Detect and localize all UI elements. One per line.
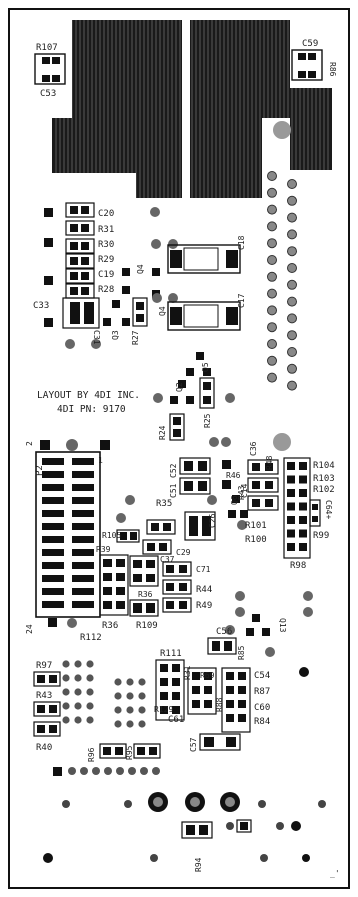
label-R46: R46 [226, 471, 241, 480]
lower-middle-block [155, 637, 251, 751]
label-P2: P2 [35, 465, 45, 476]
label-R95: R95 [125, 745, 134, 760]
label-C51: C51 [169, 483, 178, 498]
label-Q6: Q6 [230, 495, 239, 505]
header-pins-right [267, 171, 297, 391]
label-R102: R102 [313, 485, 335, 495]
label-R39: R39 [96, 545, 111, 554]
label-R105: R105 [102, 531, 121, 540]
label-R111: R111 [160, 649, 182, 659]
label-R27: R27 [131, 330, 140, 345]
label-R44: R44 [196, 585, 212, 595]
mounting-hole [273, 433, 291, 451]
label-Q13: Q13 [278, 618, 287, 633]
label-C31: C31 [92, 330, 101, 345]
label-C20: C20 [98, 209, 114, 219]
label-R103: R103 [313, 474, 335, 484]
label-C17: C17 [237, 293, 246, 308]
label-R112: R112 [80, 633, 102, 643]
label-Q2: Q2 [175, 382, 184, 392]
label-Q4-upper: Q4 [136, 264, 145, 274]
corner-mark: _' [330, 869, 340, 878]
label-R69: R69 [200, 671, 215, 680]
label-R43-low: R43 [36, 691, 52, 701]
label-R104: R104 [313, 461, 335, 471]
label-R49: R49 [196, 601, 212, 611]
label-R30: R30 [98, 240, 114, 250]
capacitor-c18 [167, 244, 241, 274]
label-C59: C59 [302, 39, 318, 49]
label-R96: R96 [87, 747, 96, 762]
credit-line-1: LAYOUT BY 4DI INC. [37, 390, 140, 401]
label-C36: C36 [249, 441, 258, 456]
label-R24: R24 [158, 425, 167, 440]
label-R109: R109 [136, 621, 158, 631]
label-C18: C18 [237, 235, 246, 250]
label-R36-low: R36 [102, 621, 118, 631]
resistor-block-r105 [99, 529, 192, 617]
label-R87: R87 [254, 687, 270, 697]
label-Q3: Q3 [111, 330, 120, 340]
middle-cluster [116, 437, 248, 555]
connector-p2 [35, 439, 110, 628]
label-C52: C52 [169, 463, 178, 478]
label-R101: R101 [245, 521, 267, 531]
label-R31: R31 [98, 225, 114, 235]
label-C61: C61 [168, 715, 184, 725]
label-C19: C19 [98, 270, 114, 280]
label-R36-mid: R36 [138, 590, 153, 599]
label-P2-pin1: 1 [98, 456, 103, 465]
transistor-q13 [225, 591, 313, 677]
label-C71: C71 [196, 565, 211, 574]
transistor-cluster-q3-q4 [103, 239, 178, 327]
transistor-cluster-q2-q5 [153, 352, 235, 447]
label-R99: R99 [313, 531, 329, 541]
label-C53: C53 [40, 89, 56, 99]
credit-line-2: 4DI PN: 9170 [57, 404, 126, 415]
label-R31-low: R31 [183, 665, 192, 680]
label-R48: R48 [265, 455, 274, 470]
label-R88: R88 [215, 697, 224, 712]
label-C14: C14 [240, 483, 249, 498]
label-R86: R86 [328, 62, 337, 77]
label-C29: C29 [176, 548, 191, 557]
bottom-left-resistors [33, 660, 161, 776]
label-R28: R28 [98, 285, 114, 295]
label-R98: R98 [290, 561, 306, 571]
label-C37: C37 [160, 555, 175, 564]
label-C26: C26 [208, 513, 217, 528]
label-R85: R85 [237, 645, 246, 660]
label-C60: C60 [254, 703, 270, 713]
capacitor-c17 [167, 301, 241, 331]
label-R129: R129 [154, 705, 173, 714]
label-R97: R97 [36, 661, 52, 671]
label-R40: R40 [36, 743, 52, 753]
label-C54: C54 [254, 671, 270, 681]
label-R100: R100 [245, 535, 267, 545]
label-C33: C33 [33, 301, 49, 311]
label-R43-mid: R43 [237, 485, 246, 500]
label-C56: C56 [216, 627, 232, 637]
bottom-pads [43, 792, 326, 863]
label-C57: C57 [189, 737, 198, 752]
label-R107: R107 [36, 43, 58, 53]
label-Q4-lower: Q4 [158, 306, 167, 316]
label-Q5: Q5 [201, 362, 210, 372]
mounting-hole [273, 121, 291, 139]
right-resistor-network [247, 457, 321, 559]
label-R29: R29 [98, 255, 114, 265]
left-resistor-stack [44, 202, 160, 349]
label-C64: C64+ [324, 500, 333, 519]
label-R35: R35 [156, 499, 172, 509]
label-R25: R25 [203, 413, 212, 428]
label-R84: R84 [254, 717, 270, 727]
label-R94: R94 [194, 857, 203, 872]
label-P2-pin2: 2 [25, 441, 34, 446]
label-P2-pin24: 24 [25, 624, 34, 634]
